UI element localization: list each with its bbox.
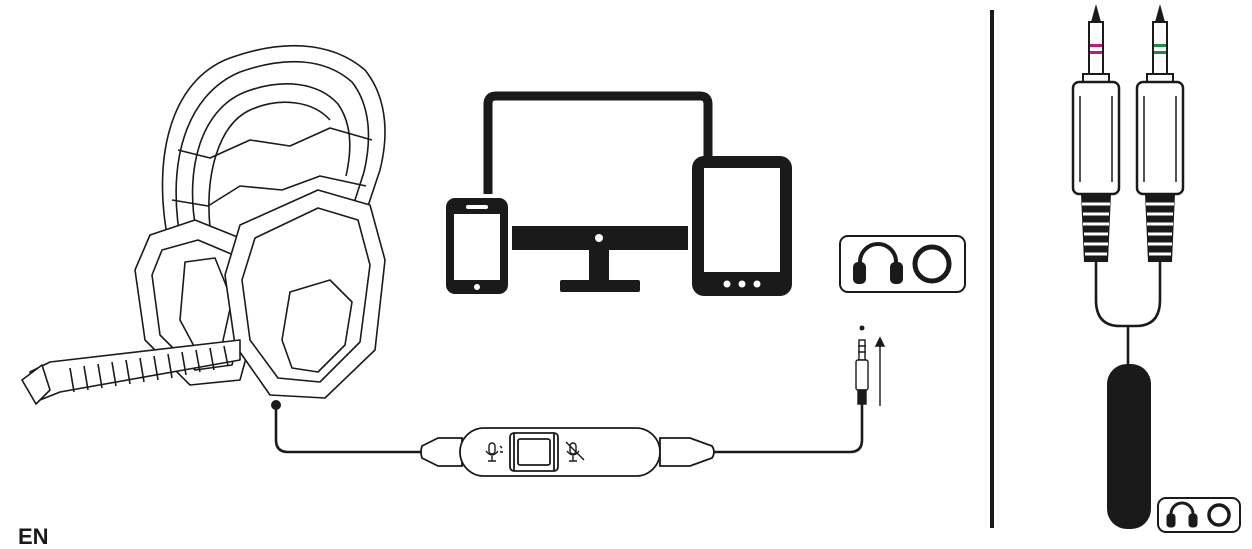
splitter-port-label (1157, 497, 1241, 533)
mic-mute-icon (565, 441, 585, 462)
smartphone-icon (446, 198, 508, 294)
combo-port-label (839, 235, 966, 293)
headset-icon (21, 44, 386, 410)
language-label: EN (18, 524, 49, 549)
inline-remote (420, 427, 715, 477)
headphones-icon (853, 242, 903, 284)
splitter-cable (1094, 262, 1162, 366)
arrow-up-icon (874, 336, 886, 406)
jack-cable (712, 404, 864, 454)
headphones-icon (1166, 501, 1198, 528)
splitter-plug-left (1071, 4, 1121, 262)
splitter-plug-right (1135, 4, 1185, 262)
microphone-icon (485, 442, 503, 462)
splitter-body (1107, 364, 1151, 529)
audio-jack-icon (855, 325, 869, 405)
section-divider (990, 10, 994, 528)
tablet-icon (692, 156, 792, 296)
monitor-icon (483, 91, 713, 292)
port-ring (912, 244, 952, 284)
headset-cable (274, 405, 425, 454)
